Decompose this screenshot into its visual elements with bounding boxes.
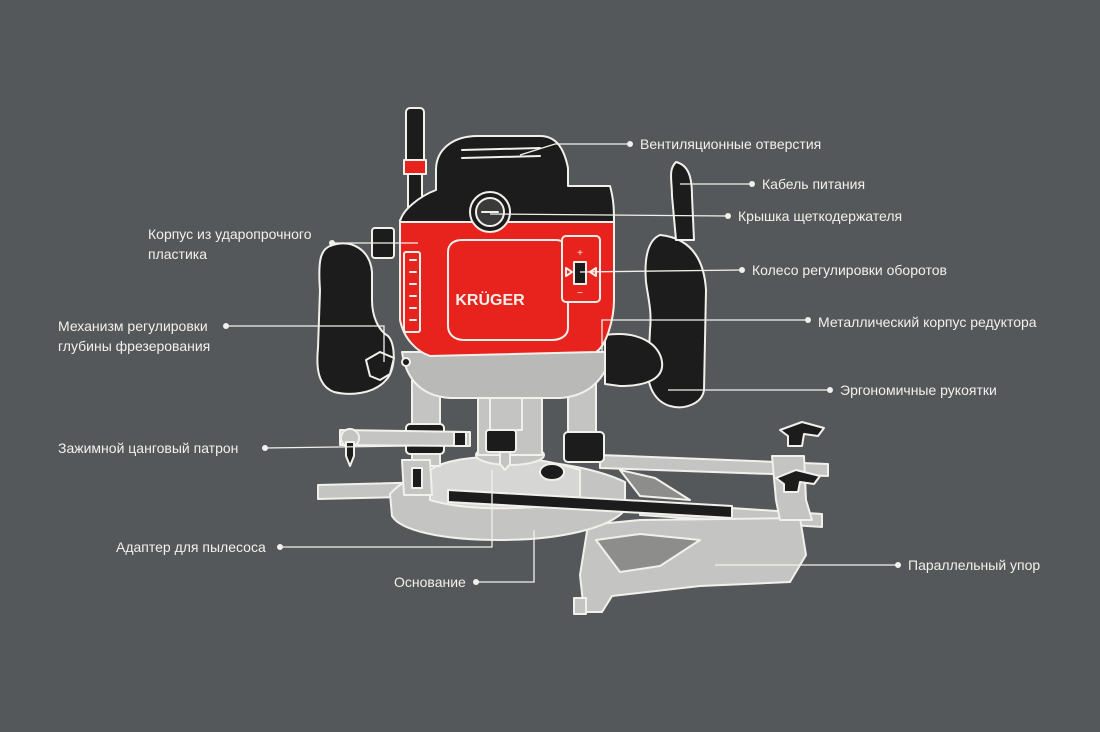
brand-logo: KRÜGER [455, 290, 525, 309]
speed-minus-mark: − [577, 288, 583, 299]
leader-lines [226, 143, 898, 583]
guide-rail [447, 489, 733, 519]
vent-slots [461, 147, 541, 159]
label-depth-line2: глубины фрезерования [58, 338, 211, 354]
speed-plus-mark: + [577, 248, 583, 259]
label-power-cable: Кабель питания [762, 176, 866, 192]
label-speed-wheel: Колесо регулировки оборотов [752, 262, 947, 278]
leader-dots [223, 141, 901, 585]
leader-gear-housing [601, 319, 808, 352]
label-body-line2: пластика [148, 246, 207, 262]
leader-speed-wheel [579, 269, 743, 273]
leader-vents [519, 143, 630, 156]
brush-cover [469, 191, 511, 233]
leader-brush-cover [489, 213, 729, 217]
label-vents: Вентиляционные отверстия [640, 136, 822, 152]
speed-wheel-panel [561, 235, 601, 303]
right-handle [604, 161, 707, 409]
depth-stop-assembly [339, 428, 471, 496]
front-panel [447, 239, 569, 341]
label-brush-cover: Крышка щеткодержателя [738, 208, 903, 224]
motor-top [399, 135, 615, 223]
label-depth-line1: Механизм регулировки [58, 318, 208, 334]
fence-knob [775, 421, 825, 493]
label-vacuum-adapter: Адаптер для пылесоса [116, 539, 266, 555]
leader-depth [226, 325, 385, 362]
label-handles: Эргономичные рукоятки [840, 382, 997, 398]
label-parallel-guide: Параллельный упор [908, 557, 1041, 573]
label-body-line1: Корпус из ударопрочного [148, 226, 312, 242]
label-base: Основание [394, 574, 466, 590]
left-handle [316, 227, 411, 395]
leader-collet [264, 445, 411, 449]
leader-vacuum-adapter [280, 470, 493, 548]
gear-housing [401, 351, 613, 399]
leader-base [476, 530, 535, 583]
label-gear-housing: Металлический корпус редуктора [818, 314, 1037, 330]
label-collet: Зажимной цанговый патрон [58, 440, 239, 456]
depth-scale [403, 251, 421, 333]
